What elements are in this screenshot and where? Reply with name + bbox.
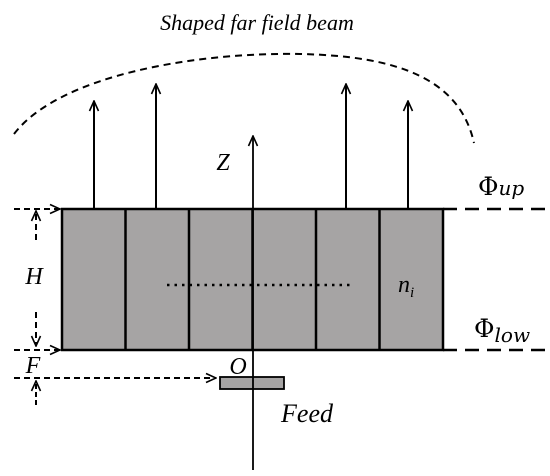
lower-phase-symbol: Φ — [474, 314, 495, 343]
height-label: H — [24, 264, 44, 290]
diagram-title: Shaped far field beam — [160, 10, 354, 35]
refractive-index-subscript: i — [410, 285, 414, 301]
upper-phase-subscript: up — [499, 176, 525, 200]
focal-label: F — [25, 353, 41, 379]
lower-phase-label: Φlow — [474, 314, 530, 347]
refractive-index-symbol: n — [398, 272, 410, 298]
far-field-beam-curve — [13, 52, 475, 144]
refractive-index-label: ni — [398, 272, 414, 301]
feed-label: Feed — [280, 399, 334, 428]
upper-phase-symbol: Φ — [478, 172, 499, 201]
z-axis-label: Z — [216, 150, 230, 176]
feed-horn — [219, 376, 285, 390]
origin-label: O — [229, 354, 246, 380]
upper-phase-label: Φup — [478, 172, 524, 201]
lower-phase-subscript: low — [495, 323, 531, 347]
